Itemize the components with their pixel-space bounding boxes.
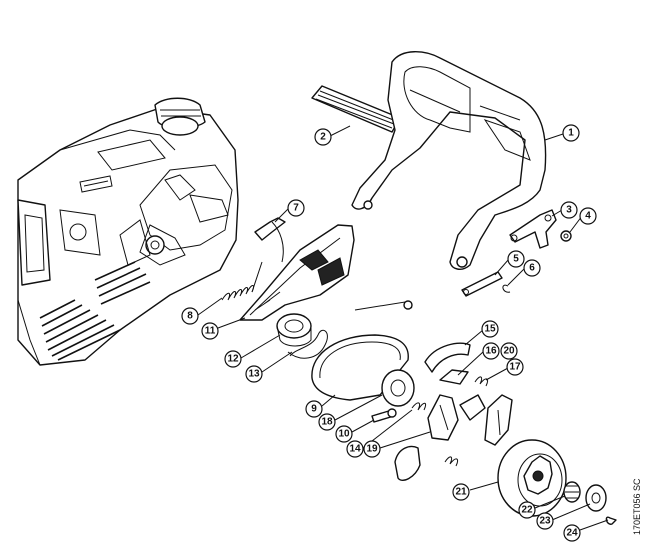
part-5-link (461, 271, 503, 297)
callout-24: 24 (563, 524, 581, 542)
callout-6: 6 (523, 259, 541, 277)
callout-18: 18 (318, 413, 336, 431)
part-3-bracket (509, 209, 557, 249)
part-10-screw (371, 408, 397, 423)
callout-12: 12 (224, 350, 242, 368)
callout-17: 17 (506, 358, 524, 376)
part-4-nut (560, 230, 572, 242)
callout-20: 20 (500, 342, 518, 360)
part-23-washer (585, 484, 607, 512)
part-7-spring-clip (254, 217, 286, 263)
svg-text:18: 18 (321, 417, 333, 428)
part-16-clutch-shoe (439, 369, 469, 385)
part-24-e-clip (605, 516, 617, 525)
vent-grille (39, 261, 151, 361)
callout-8: 8 (181, 307, 199, 325)
part-18-washer (381, 369, 415, 407)
part-21-clutch-drum (497, 439, 567, 517)
part-clutch-shoe-lower (394, 445, 421, 482)
svg-text:20: 20 (503, 346, 515, 357)
callout-7: 7 (287, 199, 305, 217)
callout-22: 22 (518, 501, 536, 519)
svg-text:19: 19 (366, 444, 378, 455)
callout-4: 4 (579, 207, 597, 225)
callout-3: 3 (560, 201, 578, 219)
svg-text:16: 16 (485, 346, 497, 357)
callout-11: 11 (201, 322, 219, 340)
part-15-clutch-shoe (424, 342, 471, 373)
svg-text:13: 13 (248, 369, 260, 380)
callout-9: 9 (305, 400, 323, 418)
callout-21: 21 (452, 483, 470, 501)
callout-23: 23 (536, 512, 554, 530)
part-17-spring (474, 376, 489, 387)
svg-text:1: 1 (568, 128, 574, 139)
part-6-clip (502, 284, 511, 293)
part-11-chain-brake-cover (239, 224, 355, 321)
svg-text:9: 9 (311, 404, 317, 415)
svg-text:12: 12 (227, 354, 239, 365)
callout-2: 2 (314, 128, 332, 146)
svg-text:11: 11 (205, 326, 216, 337)
callout-15: 15 (481, 320, 499, 338)
callout-16: 16 (482, 342, 500, 360)
svg-text:6: 6 (529, 263, 535, 274)
svg-text:4: 4 (585, 211, 591, 222)
part-14-spring (411, 402, 427, 411)
callout-14: 14 (346, 440, 364, 458)
reference-code: 170ET056 SC (632, 478, 642, 535)
part-12-bushing (276, 313, 312, 347)
callout-1: 1 (562, 124, 580, 142)
part-1-hand-guard (351, 51, 547, 270)
callout-19: 19 (363, 440, 381, 458)
svg-text:21: 21 (455, 487, 467, 498)
svg-text:5: 5 (513, 254, 519, 265)
svg-text:3: 3 (566, 205, 572, 216)
svg-text:17: 17 (509, 362, 521, 373)
part-2-grip-pad (311, 85, 401, 133)
svg-text:8: 8 (187, 311, 193, 322)
svg-text:15: 15 (484, 324, 496, 335)
svg-text:24: 24 (566, 528, 578, 539)
part-19-clutch-hub (427, 394, 486, 441)
part-13-spring-wire (287, 329, 328, 359)
callout-13: 13 (245, 365, 263, 383)
engine-housing (17, 97, 239, 366)
part-8-spring (221, 261, 263, 301)
callout-5: 5 (507, 250, 525, 268)
svg-text:2: 2 (320, 132, 326, 143)
svg-text:22: 22 (521, 505, 533, 516)
part-spring-lower (444, 456, 459, 467)
part-22-needle-cage (563, 481, 581, 503)
svg-text:10: 10 (338, 429, 350, 440)
svg-text:23: 23 (539, 516, 551, 527)
callout-10: 10 (335, 425, 353, 443)
svg-text:7: 7 (293, 203, 299, 214)
svg-text:14: 14 (349, 444, 361, 455)
part-clutch-shoe-right (484, 394, 513, 446)
